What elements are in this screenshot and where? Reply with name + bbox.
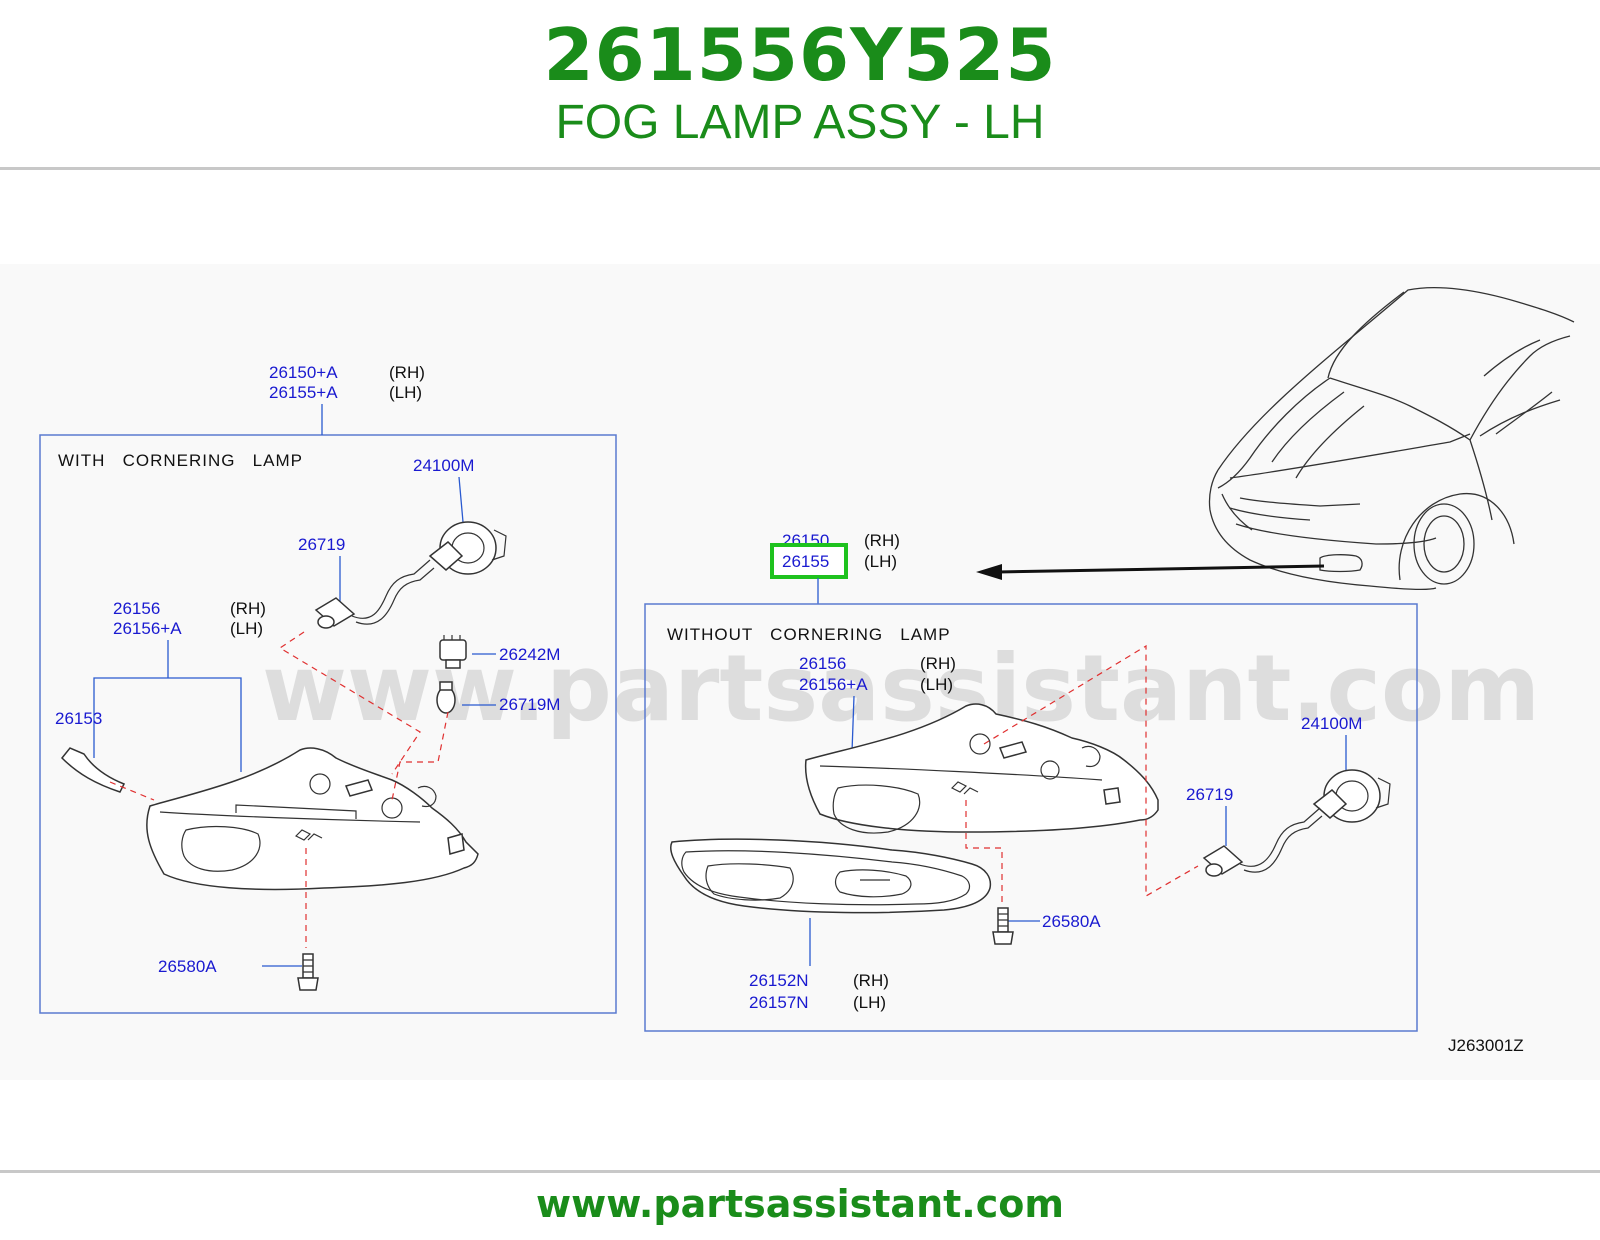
left-label-harness[interactable]: 26719 [298,535,345,554]
left-small-bulb-26719m [436,681,456,714]
left-callout-lh[interactable]: 26155+A [269,383,338,402]
right-screw-26580a [992,907,1014,945]
part-number-title: 261556Y525 [543,13,1057,97]
right-label-lamp-lh[interactable]: 26156+A [799,675,868,694]
left-callout-rh-side: (RH) [389,363,425,382]
left-screw-26580a [297,953,319,991]
selected-part-highlight[interactable] [770,543,848,579]
left-socket-26242m [439,635,467,669]
left-leader-lamp-bracket [93,677,242,772]
right-leader-lamp [851,695,855,753]
left-guide-bracket [109,781,155,801]
left-leader-bulb [458,476,464,523]
header-divider [0,167,1600,170]
right-callout-rh-side: (RH) [864,531,900,550]
right-bulb-24100m [1312,769,1391,823]
left-callout-lh-side: (LH) [389,383,422,402]
right-label-bulb[interactable]: 24100M [1301,714,1362,733]
left-label-bulb[interactable]: 24100M [413,456,474,475]
left-label-lamp-lh-side: (LH) [230,619,263,638]
right-label-screw[interactable]: 26580A [1042,912,1101,931]
left-bulb-24100m [428,521,507,575]
left-panel-title: WITH CORNERING LAMP [58,451,303,470]
right-label-lamp-rh[interactable]: 26156 [799,654,846,673]
footer-url-link[interactable]: www.partsassistant.com [536,1182,1064,1226]
left-label-bracket[interactable]: 26153 [55,709,102,728]
part-description: FOG LAMP ASSY - LH [555,96,1045,149]
left-bracket-26153 [60,747,126,793]
left-callout-rh[interactable]: 26150+A [269,363,338,382]
page-header: 261556Y525 FOG LAMP ASSY - LH [0,0,1600,168]
left-guide-harness [278,631,421,775]
right-bezel [670,838,992,914]
right-callout-lh-side: (LH) [864,552,897,571]
left-label-lamp-rh[interactable]: 26156 [113,599,160,618]
watermark: www.partsassistant.com [262,635,1540,742]
left-fog-lamp-body [146,747,479,891]
right-label-lamp-rh-side: (RH) [920,654,956,673]
left-panel-frame [39,434,617,1014]
diagram-code: J263001Z [1448,1036,1524,1055]
right-guide-screw [965,800,1003,904]
right-panel-frame [644,603,1418,1032]
right-label-bezel-rh[interactable]: 26152N [749,971,809,990]
left-label-small-bulb[interactable]: 26719M [499,695,560,714]
left-label-screw[interactable]: 26580A [158,957,217,976]
right-label-harness[interactable]: 26719 [1186,785,1233,804]
vehicle-illustration [1208,286,1575,590]
right-label-bezel-rh-side: (RH) [853,971,889,990]
location-arrow-line [997,564,1325,574]
right-label-bezel-lh[interactable]: 26157N [749,993,809,1012]
right-panel-title: WITHOUT CORNERING LAMP [667,625,951,644]
right-label-lamp-lh-side: (LH) [920,675,953,694]
right-fog-lamp-body [804,703,1159,834]
right-label-bezel-lh-side: (LH) [853,993,886,1012]
left-label-lamp-lh[interactable]: 26156+A [113,619,182,638]
left-label-socket[interactable]: 26242M [499,645,560,664]
left-harness-26719 [314,559,435,629]
right-harness-26719 [1202,807,1323,877]
left-guide-socket [391,711,449,801]
right-callout-lh-selected[interactable]: 26155 [782,552,829,571]
location-arrow-head [976,564,1002,580]
footer-divider [0,1170,1600,1173]
left-label-lamp-rh-side: (RH) [230,599,266,618]
